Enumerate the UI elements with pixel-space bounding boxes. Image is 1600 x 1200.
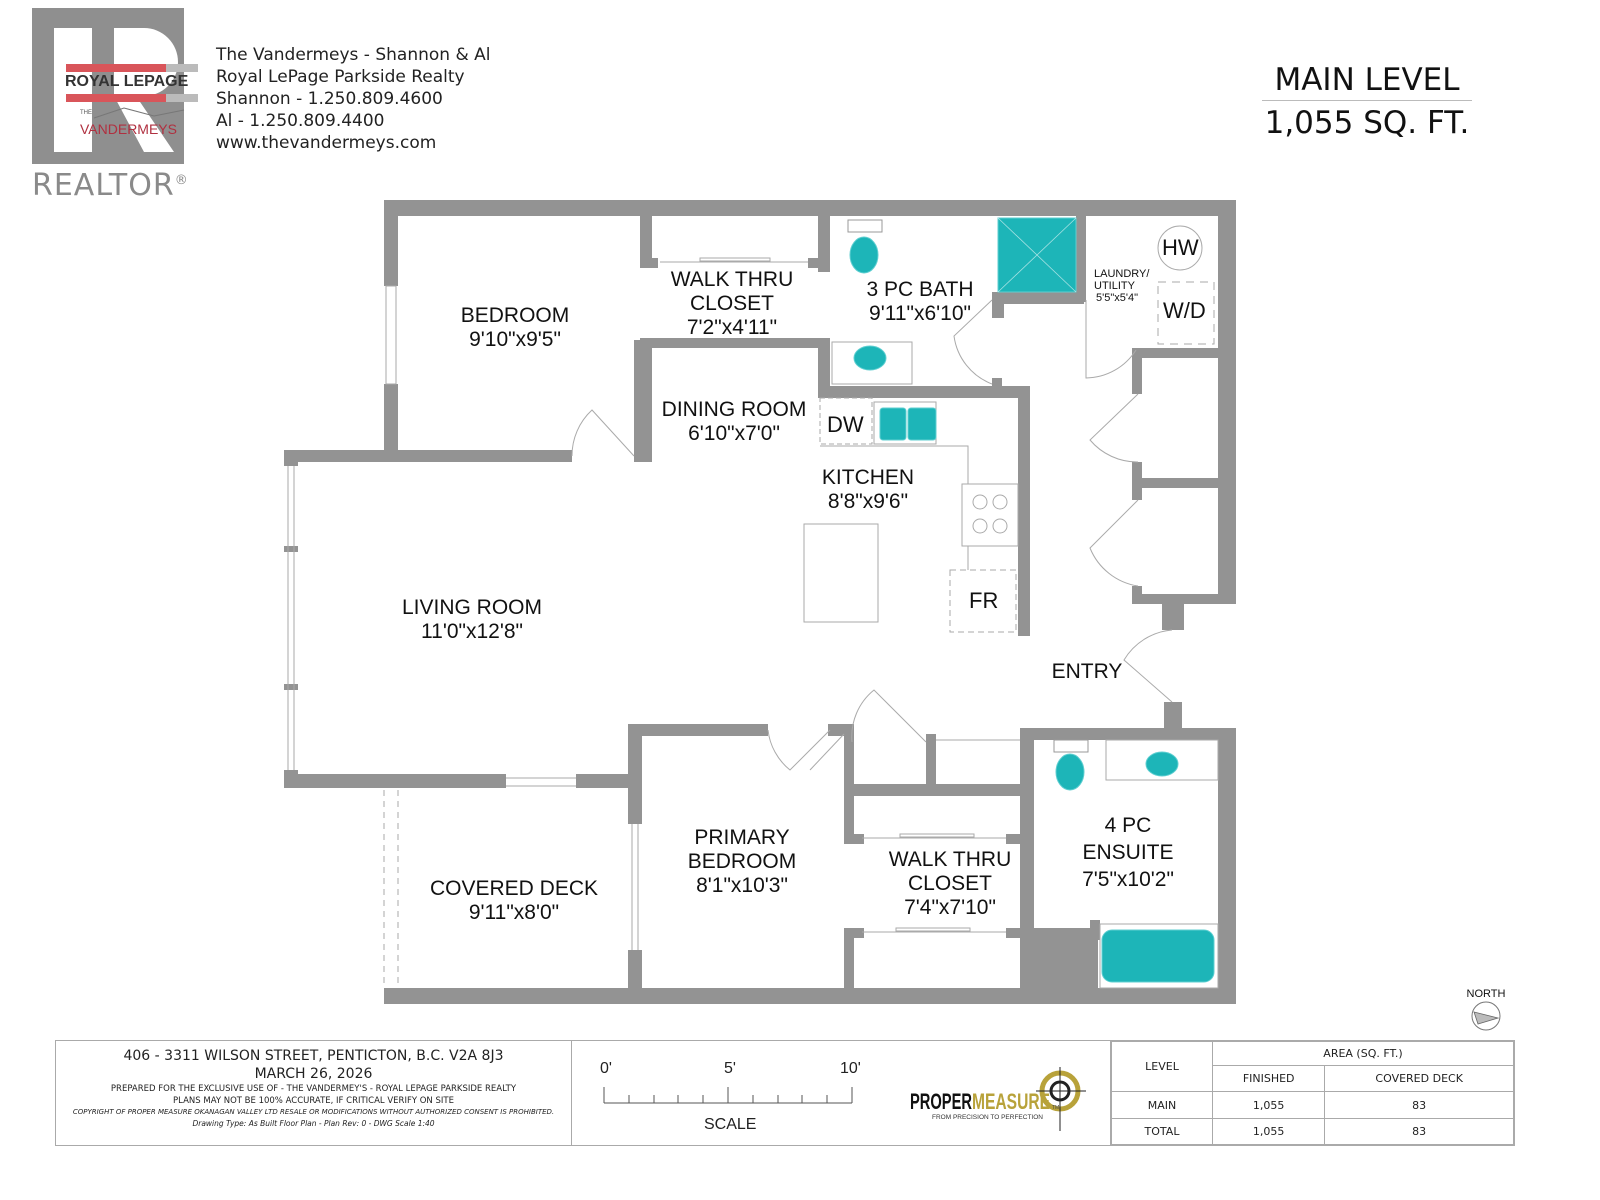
svg-text:FROM PRECISION TO PERFECTION: FROM PRECISION TO PERFECTION: [932, 1114, 1043, 1121]
svg-text:THE: THE: [80, 110, 92, 116]
brokerage-name: Royal LePage Parkside Realty: [216, 67, 465, 87]
property-address: 406 - 3311 WILSON STREET, PENTICTON, B.C…: [123, 1048, 504, 1064]
svg-text:ROYAL LEPAGE: ROYAL LEPAGE: [65, 73, 189, 90]
website: www.thevandermeys.com: [216, 133, 437, 153]
table-row: MAIN 1,055 83: [1111, 1091, 1514, 1119]
phone-al: Al - 1.250.809.4400: [216, 111, 385, 131]
scale-block: 0' 5' 10' SCALE: [572, 1041, 1111, 1145]
col-area: AREA (SQ. FT.): [1212, 1040, 1514, 1067]
ensuite-sink-icon: [1145, 751, 1179, 777]
svg-text:TM: TM: [1052, 1105, 1059, 1111]
col-finished: FINISHED: [1211, 1065, 1326, 1093]
table-row: TOTAL 1,055 83: [1111, 1117, 1514, 1146]
scale-bar: 0' 5' 10' SCALE: [600, 1060, 861, 1133]
agent-contact-block: The Vandermeys - Shannon & Al Royal LePa…: [216, 44, 490, 154]
washer-dryer-label: W/D: [1163, 298, 1206, 323]
svg-text:0': 0': [600, 1060, 612, 1077]
dishwasher-label: DW: [827, 412, 864, 437]
area-table: LEVEL AREA (SQ. FT.) FINISHED COVERED DE…: [1111, 1040, 1514, 1146]
target-icon: PROPER MEASURE TM FROM PRECISION TO PERF…: [910, 1067, 1086, 1131]
agent-name: The Vandermeys - Shannon & Al: [216, 45, 491, 65]
col-covered-deck: COVERED DECK: [1324, 1065, 1514, 1093]
walls: [284, 200, 1236, 1004]
svg-text:10': 10': [840, 1060, 861, 1077]
svg-text:SCALE: SCALE: [704, 1116, 756, 1133]
address-block: 406 - 3311 WILSON STREET, PENTICTON, B.C…: [56, 1041, 572, 1145]
level-title: MAIN LEVEL: [1274, 62, 1460, 98]
ensuite-toilet-icon: [1055, 753, 1085, 791]
level-heading: MAIN LEVEL 1,055 SQ. FT.: [1262, 62, 1472, 141]
stove-icon: [972, 494, 1008, 534]
svg-text:5': 5': [724, 1060, 736, 1077]
plan-date: MARCH 26, 2026: [254, 1066, 373, 1082]
bathtub-icon: [1101, 929, 1215, 983]
north-arrow: NORTH: [1462, 988, 1510, 1035]
col-level: LEVEL: [1111, 1040, 1213, 1093]
prepared-for: PREPARED FOR THE EXCLUSIVE USE OF - THE …: [110, 1084, 517, 1094]
drawing-info: Drawing Type: As Built Floor Plan - Plan…: [192, 1119, 435, 1128]
level-area: 1,055 SQ. FT.: [1264, 105, 1470, 141]
hot-water-label: HW: [1162, 235, 1199, 260]
realtor-r-icon: ROYAL LEPAGE THE VANDERMEYS: [32, 8, 198, 164]
kitchen-sink-icon: [879, 407, 907, 441]
proper-measure-logo: PROPER MEASURE TM FROM PRECISION TO PERF…: [910, 1065, 1100, 1140]
floor-plan: [284, 200, 1236, 1004]
compass-icon: [1471, 1001, 1501, 1031]
accuracy-note: PLANS MAY NOT BE 100% ACCURATE, IF CRITI…: [173, 1096, 454, 1106]
room-entry: ENTRY: [1051, 660, 1123, 683]
sink-icon: [853, 345, 887, 371]
royal-lepage-logo: ROYAL LEPAGE THE VANDERMEYS REALTOR®: [32, 8, 202, 203]
svg-text:MEASURE: MEASURE: [972, 1089, 1050, 1114]
copyright-note: COPYRIGHT OF PROPER MEASURE OKANAGAN VAL…: [72, 1108, 555, 1116]
realtor-wordmark: REALTOR®: [32, 168, 189, 203]
toilet-icon: [849, 236, 879, 274]
area-summary: LEVEL AREA (SQ. FT.) FINISHED COVERED DE…: [1111, 1040, 1514, 1146]
phone-shannon: Shannon - 1.250.809.4600: [216, 89, 443, 109]
svg-text:PROPER: PROPER: [910, 1089, 972, 1114]
fridge-label: FR: [969, 588, 999, 613]
title-block: 406 - 3311 WILSON STREET, PENTICTON, B.C…: [55, 1040, 1515, 1146]
svg-text:VANDERMEYS: VANDERMEYS: [80, 121, 177, 137]
